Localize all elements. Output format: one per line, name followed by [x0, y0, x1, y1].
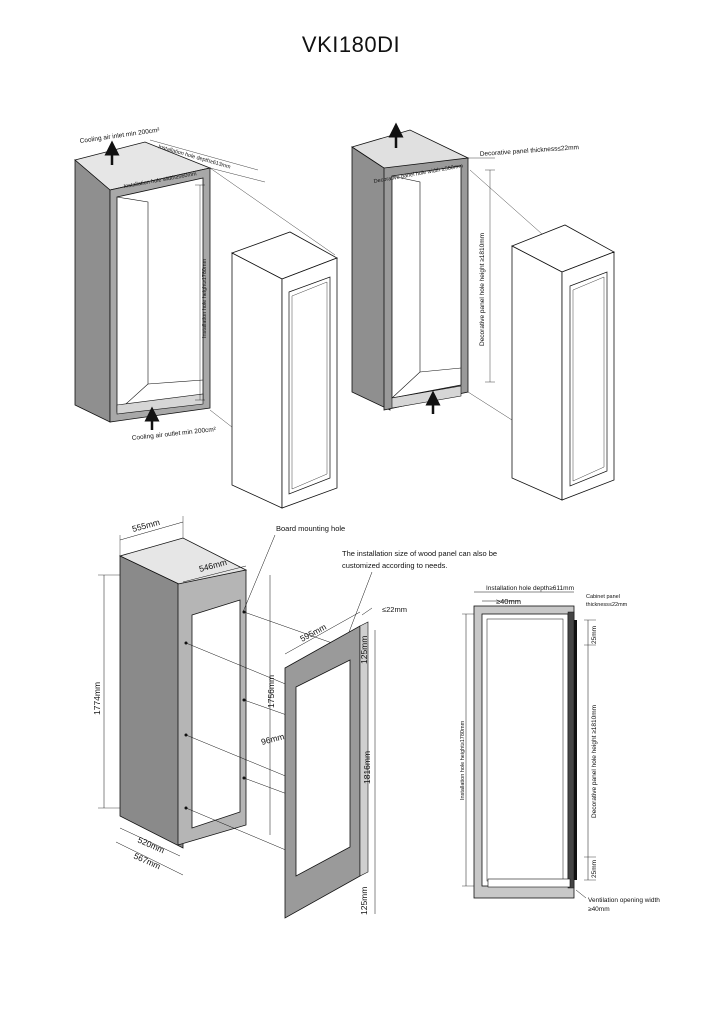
niche-opening [116, 177, 204, 413]
appliance-front-glass [191, 599, 241, 829]
niche-side-panel [74, 159, 111, 423]
appliance-side-grey [119, 555, 184, 849]
cooling-inlet-label: Cooling air inlet min 200cm² [79, 127, 161, 145]
dim-595: 595mm [298, 622, 328, 644]
cabinet-panel-label-1: Cabinet panel [586, 594, 620, 600]
section-dim-25-bottom: 25mm [591, 860, 598, 878]
niche-bottom-vent [116, 393, 204, 415]
cooling-outlet-label: Cooling air outlet min 200cm² [131, 426, 217, 442]
appliance-side [231, 252, 283, 509]
vent-label-2: ≥40mm [588, 906, 610, 913]
page-title: VKI180DI [301, 32, 401, 57]
section-gap-label: ≥40mm [496, 597, 521, 606]
cabinet-panel-label-2: thickness≤22mm [586, 602, 628, 608]
board-mounting-hole-label: Board mounting hole [276, 524, 345, 533]
dim-125-top: 125mm [359, 636, 369, 664]
section-dim-25-top: 25mm [591, 626, 598, 644]
vent-label-1: Ventilation opening width [588, 897, 660, 904]
note-line-1: The installation size of wood panel can … [342, 549, 497, 558]
section-depth-label: Installation hole depth≥611mm [486, 585, 574, 592]
figure-wood-panel-dimensions: 555mm 546mm 1774mm 1756mm 520mm 567mm 96… [92, 516, 497, 919]
section-panel-height-label: Decorative panel hole height ≥1810mm [591, 705, 598, 818]
dim-1774: 1774mm [92, 682, 102, 715]
dim-96-side: 96mm [260, 731, 285, 747]
dim-125-bottom: 125mm [359, 887, 369, 915]
section-appliance [481, 613, 569, 887]
dim-567: 567mm [132, 851, 162, 872]
appliance-door-glass [288, 276, 331, 495]
note-line-2: customized according to needs. [342, 561, 447, 570]
wood-panel-opening [295, 659, 351, 877]
dim-1816: 1816mm [362, 751, 372, 784]
section-install-height-label: Installation hole height≥1780mm [460, 720, 466, 800]
figure-side-section: Installation hole depth≥611mm ≥40mm Cabi… [460, 585, 660, 913]
panel-height-label: Decorative panel hole height ≥1810mm [479, 233, 486, 346]
panel-thickness-label: Decorative panel thickness≤22mm [480, 144, 580, 158]
dim-1756: 1756mm [266, 675, 276, 708]
figure-decorative-panel: Decorative panel thickness≤22mm Decorati… [351, 122, 615, 501]
panel-niche-side [351, 146, 391, 411]
figure-installation-niche: Cooling air inlet min 200cm² Installatio… [74, 127, 338, 509]
niche-height-label: Installation hole height≥1780mm [202, 258, 208, 338]
panel-niche-opening [391, 165, 462, 399]
appliance-door [281, 257, 338, 509]
dim-555: 555mm [131, 517, 161, 534]
dim-22: ≤22mm [382, 605, 407, 614]
